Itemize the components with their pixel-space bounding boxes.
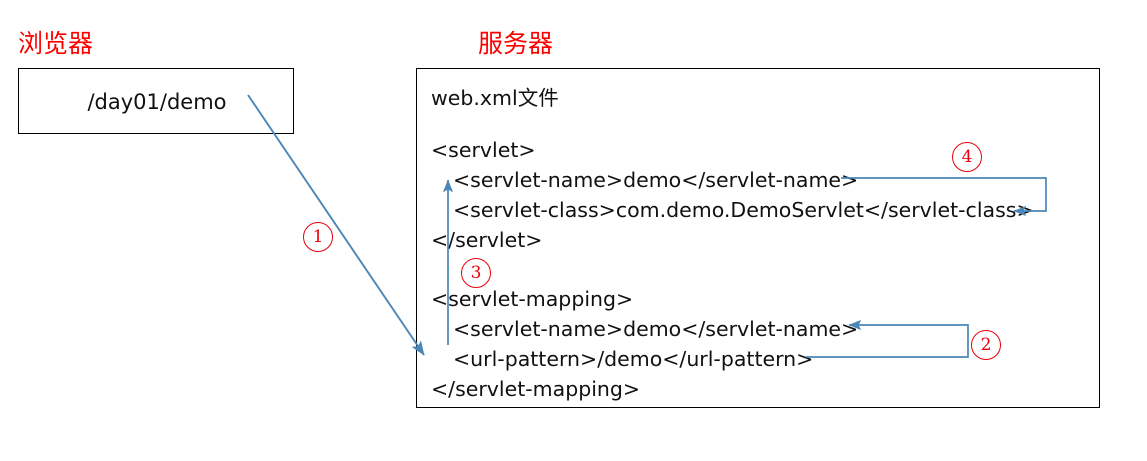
- browser-url-text: /day01/demo: [87, 90, 227, 114]
- code-line-servlet-open: <servlet>: [431, 138, 536, 162]
- webxml-file-label: web.xml文件: [431, 86, 559, 110]
- step-marker-4: 4: [952, 142, 982, 172]
- code-line-servlet-mapping-open: <servlet-mapping>: [431, 287, 634, 311]
- browser-box: /day01/demo: [18, 68, 294, 134]
- server-box: web.xml文件 <servlet> <servlet-name>demo</…: [416, 68, 1100, 408]
- step-marker-1: 1: [303, 222, 333, 252]
- code-line-servlet-mapping-close: </servlet-mapping>: [431, 377, 641, 401]
- code-line-servlet-close: </servlet>: [431, 228, 543, 252]
- browser-section-title: 浏览器: [18, 29, 94, 58]
- code-line-servlet-name-2: <servlet-name>demo</servlet-name>: [453, 317, 859, 341]
- code-line-url-pattern: <url-pattern>/demo</url-pattern>: [453, 347, 814, 371]
- step-marker-3: 3: [461, 258, 491, 288]
- code-line-servlet-class: <servlet-class>com.demo.DemoServlet</ser…: [453, 198, 1034, 222]
- step-marker-2: 2: [971, 330, 1001, 360]
- code-line-servlet-name-1: <servlet-name>demo</servlet-name>: [453, 168, 859, 192]
- server-section-title: 服务器: [478, 29, 554, 58]
